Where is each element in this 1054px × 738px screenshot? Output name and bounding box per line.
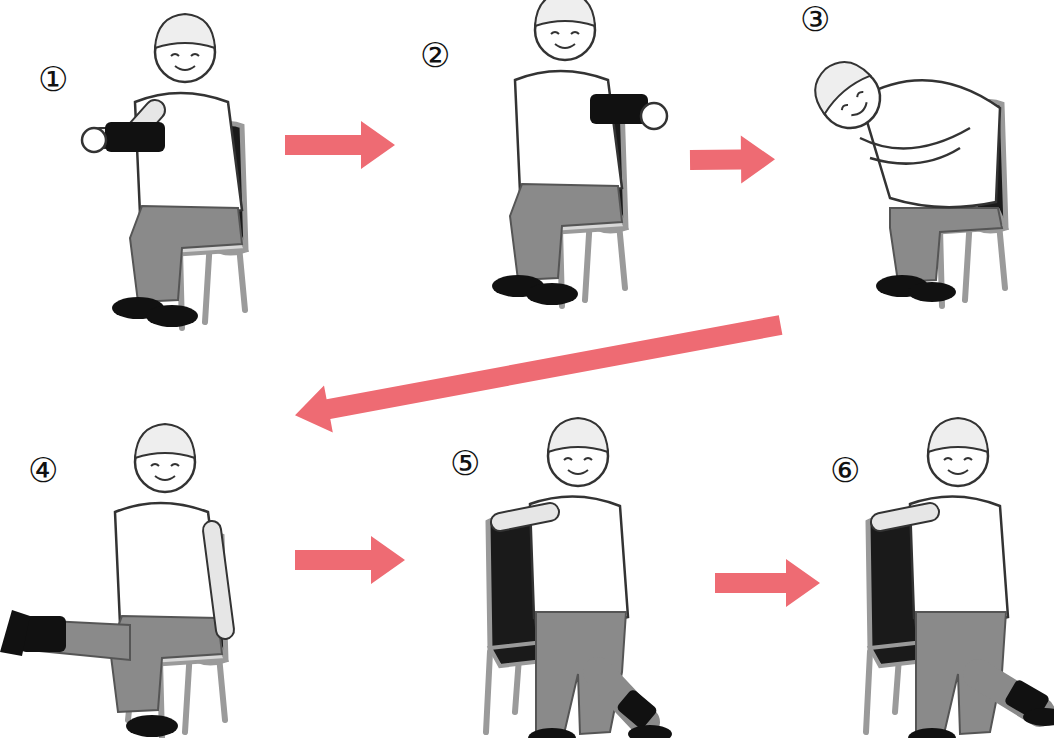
callout-number: ③: [800, 2, 830, 36]
step-panel: ⑤: [405, 412, 715, 738]
step-panel: ④: [0, 412, 295, 738]
flow-arrow: [715, 559, 820, 607]
callout-number: ④: [28, 453, 58, 487]
callout-number: ②: [420, 38, 450, 72]
step-panel: ①: [20, 40, 285, 320]
flow-arrow: [295, 315, 782, 432]
flow-arrow: [285, 121, 395, 169]
step-panel: ⑥: [820, 412, 1054, 738]
step-panel: ③: [775, 0, 1054, 325]
flow-arrow: [690, 136, 775, 184]
callout-number: ①: [38, 62, 68, 96]
callout-number: ⑥: [830, 453, 860, 487]
step-panel: ②: [395, 20, 690, 320]
flow-arrow: [295, 536, 405, 584]
callout-number: ⑤: [450, 446, 480, 480]
